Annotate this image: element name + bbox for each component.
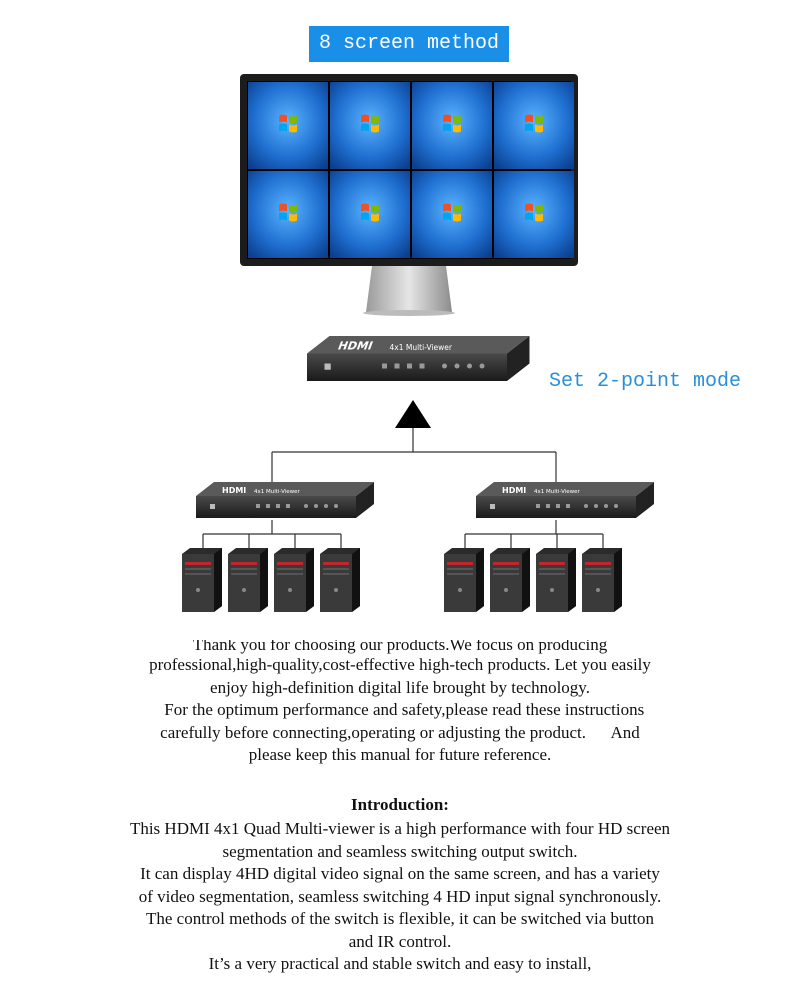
introduction-line: and IR control. xyxy=(348,931,452,951)
computer-tower-icon xyxy=(444,548,484,612)
introduction-heading: Introduction: xyxy=(351,795,449,814)
intro-line: enjoy high-definition digital life broug… xyxy=(210,677,590,697)
monitor xyxy=(240,74,578,316)
main-device-brand: HDMI xyxy=(336,339,375,353)
arrow-up-icon xyxy=(395,400,431,428)
screen-tile xyxy=(248,82,328,169)
screen-tile xyxy=(412,171,492,258)
introduction-line: of video segmentation, seamless switchin… xyxy=(138,886,662,906)
sub-device-left-brand: HDMI xyxy=(222,486,246,495)
connection-diagram: HDMI 4x1 Multi-Viewer HDMI 4x1 Multi-Vie… xyxy=(182,74,654,612)
computer-group-right xyxy=(444,548,622,612)
intro-line: For the optimum performance and safety,p… xyxy=(155,700,645,719)
computer-tower-icon xyxy=(490,548,530,612)
introduction-line: segmentation and seamless switching outp… xyxy=(222,841,578,861)
screen-tile xyxy=(330,82,410,169)
computer-tower-icon xyxy=(274,548,314,612)
sub-multiviewer-device-right: HDMI 4x1 Multi-Viewer xyxy=(476,482,654,518)
computer-tower-icon xyxy=(582,548,622,612)
introduction-body: This HDMI 4x1 Quad Multi-viewer is a hig… xyxy=(20,818,780,976)
introduction-line: It’s a very practical and stable switch … xyxy=(208,954,592,973)
sub-device-left-model: 4x1 Multi-Viewer xyxy=(254,489,301,495)
intro-paragraph: Thank you for choosing our products.We f… xyxy=(20,640,780,767)
mode-label: Set 2-point mode xyxy=(549,370,742,393)
intro-line: professional,high-quality,cost-effective… xyxy=(149,655,651,674)
screen-tile xyxy=(248,171,328,258)
intro-line: carefully before connecting,operating or… xyxy=(160,722,640,742)
computer-tower-icon xyxy=(536,548,576,612)
computer-tower-icon xyxy=(182,548,222,612)
sub-device-right-brand: HDMI xyxy=(502,486,526,495)
computer-tower-icon xyxy=(320,548,360,612)
screen-tile xyxy=(412,82,492,169)
intro-line: please keep this manual for future refer… xyxy=(248,745,552,764)
main-multiviewer-device: HDMI 4x1 Multi-Viewer xyxy=(307,336,530,381)
sub-device-right-model: 4x1 Multi-Viewer xyxy=(534,489,581,495)
monitor-screen-tiles xyxy=(248,82,574,258)
introduction-line: The control methods of the switch is fle… xyxy=(146,909,654,928)
introduction-line: This HDMI 4x1 Quad Multi-viewer is a hig… xyxy=(129,819,671,838)
sub-multiviewer-device-left: HDMI 4x1 Multi-Viewer xyxy=(196,482,374,518)
introduction-line: It can display 4HD digital video signal … xyxy=(140,864,660,883)
screen-tile xyxy=(330,171,410,258)
connection-lines xyxy=(202,428,604,554)
computer-group-left xyxy=(182,548,360,612)
main-device-model: 4x1 Multi-Viewer xyxy=(390,343,453,352)
method-badge: 8 screen method xyxy=(309,26,509,62)
monitor-stand xyxy=(366,266,452,312)
screen-tile xyxy=(494,82,574,169)
intro-line: Thank you for choosing our products.We f… xyxy=(192,640,608,654)
computer-tower-icon xyxy=(228,548,268,612)
screen-tile xyxy=(494,171,574,258)
